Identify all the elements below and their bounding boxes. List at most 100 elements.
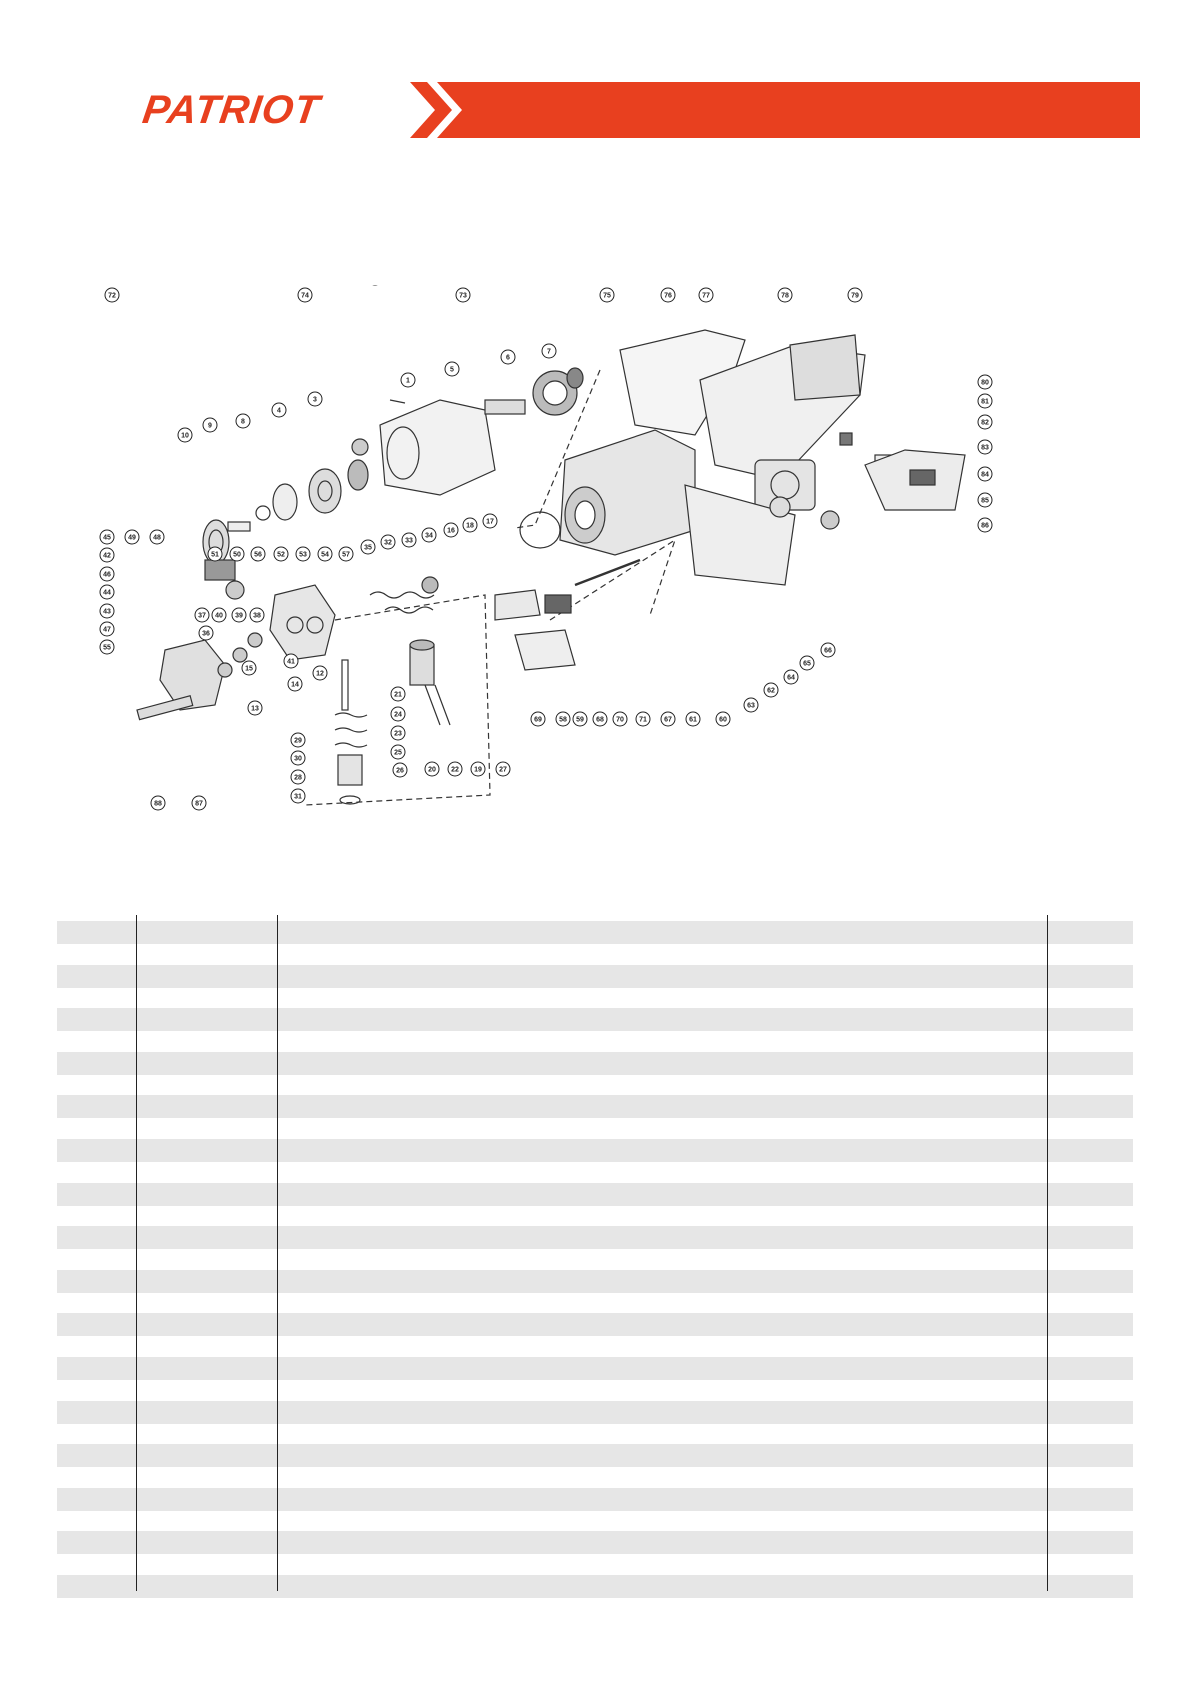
table-row	[57, 1095, 1133, 1119]
callout-label: 22	[451, 767, 459, 774]
callout-label: 54	[321, 552, 329, 559]
callout-label: 55	[103, 645, 111, 652]
callout-label: 38	[253, 613, 261, 620]
callout-66: 66	[820, 642, 836, 658]
callout-label: 82	[981, 420, 989, 427]
callout-label: 51	[211, 552, 219, 559]
callout-circle	[401, 532, 417, 548]
callout-27: 27	[495, 761, 511, 777]
callout-label: 30	[294, 756, 302, 763]
callout-6: 6	[500, 349, 516, 365]
callout-78: 78	[777, 287, 793, 303]
callout-label: 8	[241, 419, 245, 426]
callout-circle	[99, 584, 115, 600]
callout-circle	[572, 711, 588, 727]
callout-circle	[231, 607, 247, 623]
header-banner	[410, 82, 1140, 138]
callout-circle	[211, 607, 227, 623]
callout-label: 68	[596, 717, 604, 724]
callout-17: 17	[482, 513, 498, 529]
callout-circle	[392, 762, 408, 778]
callout-label: 86	[981, 523, 989, 530]
callout-circle	[283, 653, 299, 669]
callout-circle	[977, 439, 993, 455]
callout-32: 32	[380, 534, 396, 550]
callout-circle	[177, 427, 193, 443]
callout-circle	[555, 711, 571, 727]
brand-logo: PATRIOT	[139, 88, 323, 132]
callout-59: 59	[572, 711, 588, 727]
callout-38: 38	[249, 607, 265, 623]
callout-28: 28	[290, 769, 306, 785]
callout-circle	[447, 761, 463, 777]
callout-circle	[198, 625, 214, 641]
callout-circle	[500, 349, 516, 365]
table-row	[57, 1269, 1133, 1293]
callout-37: 37	[194, 607, 210, 623]
table-row	[57, 1466, 1133, 1489]
callout-82: 82	[977, 414, 993, 430]
table-row	[57, 986, 1133, 1009]
table-row	[57, 1292, 1133, 1315]
callout-71: 71	[635, 711, 651, 727]
callout-61: 61	[685, 711, 701, 727]
callout-label: 42	[103, 553, 111, 560]
callout-80: 80	[977, 374, 993, 390]
table-row	[57, 1139, 1133, 1162]
callout-label: 67	[664, 717, 672, 724]
callout-5: 5	[444, 361, 460, 377]
callout-label: 29	[294, 738, 302, 745]
callout-circle	[799, 655, 815, 671]
table-row	[57, 1051, 1133, 1075]
callout-circle	[99, 639, 115, 655]
callout-35: 35	[360, 539, 376, 555]
callout-circle	[235, 413, 251, 429]
callout-circle	[297, 287, 313, 303]
callout-53: 53	[295, 546, 311, 562]
callout-circle	[273, 546, 289, 562]
callout-circle	[271, 402, 287, 418]
callout-31: 31	[290, 788, 306, 804]
callout-label: 13	[251, 706, 259, 713]
callout-circle	[194, 607, 210, 623]
callout-label: 7	[547, 349, 551, 356]
callout-42: 42	[99, 547, 115, 563]
callout-83: 83	[977, 439, 993, 455]
callout-circle	[295, 546, 311, 562]
callout-72: 72	[104, 287, 120, 303]
callout-circle	[977, 414, 993, 430]
callout-circle	[977, 466, 993, 482]
callout-label: 36	[202, 631, 210, 638]
callout-label: 19	[474, 767, 482, 774]
callout-label: 53	[299, 552, 307, 559]
callout-group: 7274897375767778791567109843808182838485…	[99, 285, 993, 811]
callout-label: 28	[294, 775, 302, 782]
callout-label: 25	[394, 750, 402, 757]
callout-70: 70	[612, 711, 628, 727]
callout-29: 29	[290, 732, 306, 748]
callout-label: 56	[254, 552, 262, 559]
table-row	[57, 1400, 1133, 1424]
callout-label: 6	[506, 355, 510, 362]
callout-label: 62	[767, 688, 775, 695]
callout-circle	[977, 517, 993, 533]
callout-label: 32	[384, 540, 392, 547]
callout-1: 1	[400, 372, 416, 388]
callout-circle	[99, 529, 115, 545]
callout-49: 49	[124, 529, 140, 545]
callout-87: 87	[191, 795, 207, 811]
callout-23: 23	[390, 725, 406, 741]
table-row	[57, 1182, 1133, 1206]
callout-label: 77	[702, 293, 710, 300]
table-row	[57, 1117, 1133, 1140]
table-row	[57, 964, 1133, 988]
callout-67: 67	[660, 711, 676, 727]
callout-label: 57	[342, 552, 350, 559]
callout-3: 3	[307, 391, 323, 407]
callout-label: 64	[787, 675, 795, 682]
callout-8: 8	[235, 413, 251, 429]
table-row	[57, 1313, 1133, 1337]
callout-label: 81	[981, 399, 989, 406]
callout-54: 54	[317, 546, 333, 562]
callout-circle	[783, 669, 799, 685]
